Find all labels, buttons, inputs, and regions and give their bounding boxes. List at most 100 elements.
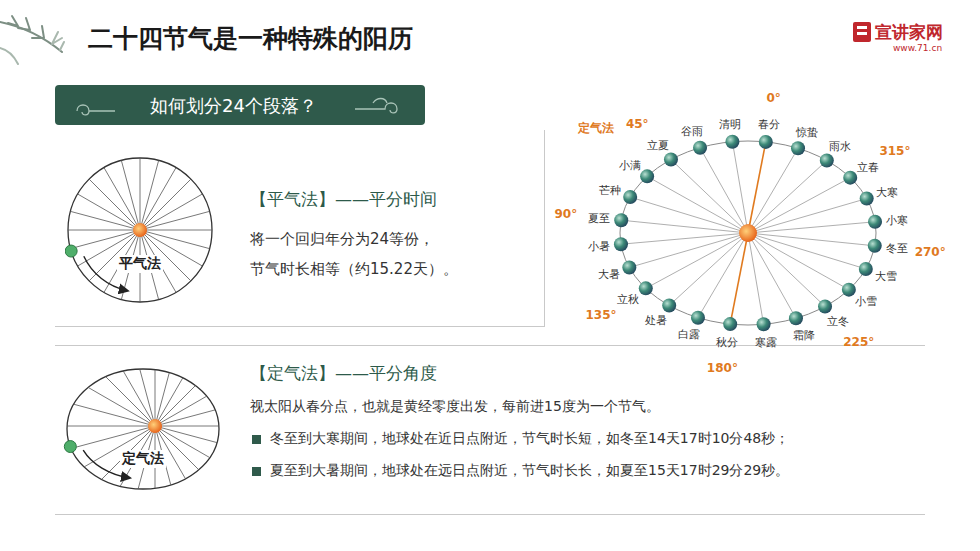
term-spoke <box>730 233 748 324</box>
orbit-outline <box>68 158 212 302</box>
earth-globe <box>818 299 832 313</box>
longitude-degree: 315° <box>879 144 910 158</box>
node-text: 将一个回归年分为24等份， <box>250 230 434 249</box>
spoke <box>140 369 155 426</box>
spoke <box>140 179 191 230</box>
spoke <box>89 179 140 230</box>
pine-branch <box>0 16 64 64</box>
term-name: 处暑 <box>645 312 667 327</box>
logo-text: 宣讲家网 <box>875 21 943 44</box>
earth <box>65 245 77 257</box>
spoke <box>67 426 155 427</box>
spoke <box>140 211 210 230</box>
term-name: 芒种 <box>599 183 621 198</box>
earth-globe <box>789 311 803 325</box>
term-spoke <box>748 233 866 269</box>
spoke <box>121 160 140 230</box>
longitude-degree: 180° <box>707 361 738 375</box>
term-spoke <box>629 233 748 267</box>
spoke <box>155 373 169 426</box>
term-name: 立夏 <box>647 138 669 153</box>
term-name: 大雪 <box>875 268 897 283</box>
term-name: 秋分 <box>716 334 738 349</box>
earth-globe <box>859 262 873 276</box>
spoke <box>70 211 140 230</box>
node-heading: 定气法 <box>120 450 166 468</box>
orbit-ellipse: 定气法 <box>63 364 223 494</box>
node-text: 冬至到大寒期间，地球处在近日点附近，节气时长短，如冬至14天17时10分48秒； <box>250 430 789 448</box>
sun <box>739 224 757 242</box>
earth-globe <box>639 281 653 295</box>
term-name: 立秋 <box>617 292 639 307</box>
term-name: 谷雨 <box>681 124 703 139</box>
term-name: 立春 <box>857 159 879 174</box>
term-name: 小满 <box>619 158 641 173</box>
earth-globe <box>757 317 771 331</box>
earth-globe <box>693 141 707 155</box>
term-name: 小寒 <box>886 212 908 227</box>
spoke <box>140 160 159 230</box>
node-heading: 【平气法】——平分时间 <box>250 188 437 211</box>
sun <box>133 223 147 237</box>
orbit-shape <box>63 364 223 494</box>
longitude-degree: 90° <box>554 207 577 221</box>
earth-globe <box>622 260 636 274</box>
spoke <box>74 404 155 426</box>
earth-globe <box>820 154 834 168</box>
spoke <box>71 426 155 448</box>
earth-globe <box>614 237 628 251</box>
longitude-degree: 0° <box>766 91 780 105</box>
term-spoke <box>748 199 867 233</box>
term-name: 清明 <box>719 116 741 131</box>
node-heading: 如何划分24个段落？ <box>150 94 317 118</box>
earth-globe <box>842 283 856 297</box>
logo-icon <box>853 22 871 42</box>
earth-globe <box>723 317 737 331</box>
spoke <box>123 371 155 426</box>
term-name: 大寒 <box>876 184 898 199</box>
diagram-name: 定气法 <box>578 120 614 137</box>
earth-globe <box>662 298 676 312</box>
earth-globe <box>640 169 654 183</box>
spoke <box>140 230 212 231</box>
term-name: 惊蛰 <box>796 124 818 139</box>
spoke <box>78 194 140 230</box>
spoke <box>155 426 219 427</box>
longitude-degree: 270° <box>915 245 946 259</box>
spoke <box>140 230 210 249</box>
term-name: 寒露 <box>755 335 777 350</box>
spoke <box>155 396 207 426</box>
earth-globe <box>664 153 678 167</box>
earth-globe <box>868 215 882 229</box>
term-spoke <box>621 220 748 233</box>
term-spoke <box>748 233 875 246</box>
node-text: 视太阳从春分点，也就是黄经零度出发，每前进15度为一个节气。 <box>250 398 660 416</box>
term-name: 白露 <box>678 327 700 342</box>
node-heading: 平气法 <box>117 255 163 273</box>
method-panel: 【平气法】——平分时间将一个回归年分为24等份， 节气时长相等（约15.22天）。… <box>55 130 545 327</box>
spoke <box>68 230 140 231</box>
longitude-degree: 45° <box>626 117 649 131</box>
node-text: 节气时长相等（约15.22天）。 <box>250 260 458 279</box>
spoke <box>155 426 217 443</box>
page-title: 二十四节气是一种特殊的阳历 <box>88 22 413 55</box>
spoke <box>70 230 140 249</box>
orbit-diagram <box>555 95 910 347</box>
earth-globe <box>614 213 628 227</box>
earth-globe <box>691 311 705 325</box>
section-banner: 如何划分24个段落？ <box>55 85 425 125</box>
longitude-degree: 225° <box>843 335 874 349</box>
spoke <box>88 387 155 426</box>
earth-globe <box>725 135 739 149</box>
orbit-circle: 平气法 <box>65 155 215 305</box>
node-text: 夏至到大暑期间，地球处在远日点附近，节气时长长，如夏至15天17时29分29秒。 <box>250 462 789 480</box>
term-spoke <box>748 148 798 233</box>
earth-globe <box>791 141 805 155</box>
spoke <box>155 410 215 426</box>
spoke <box>140 168 176 230</box>
term-name: 小雪 <box>855 293 877 308</box>
method-panel: 【定气法】——平分角度视太阳从春分点，也就是黄经零度出发，每前进15度为一个节气… <box>55 345 925 515</box>
earth-globe <box>623 190 637 204</box>
term-name: 霜降 <box>793 327 815 342</box>
spoke <box>140 158 141 230</box>
